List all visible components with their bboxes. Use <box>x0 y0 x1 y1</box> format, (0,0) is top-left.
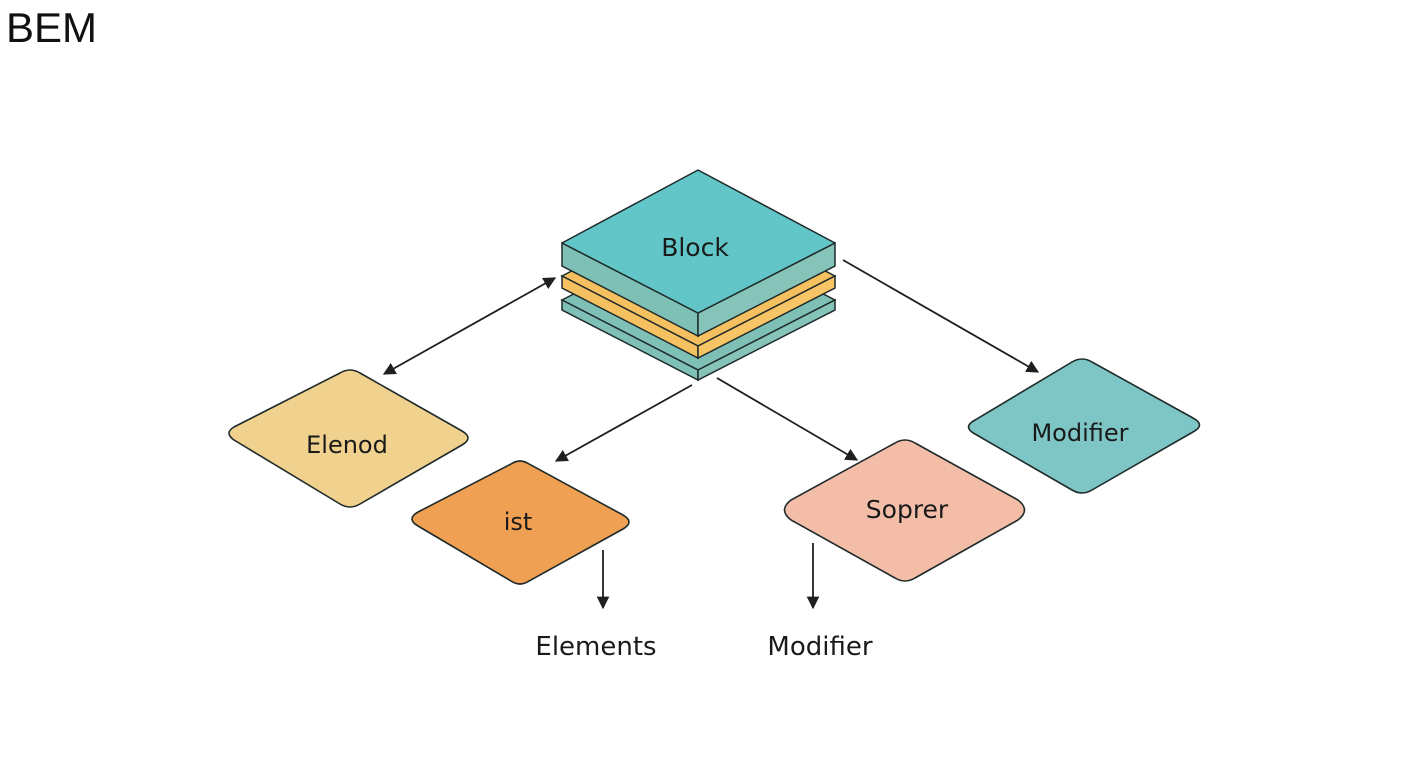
block-label: Block <box>661 233 729 262</box>
block-top-face <box>561 169 836 314</box>
modifier-node[interactable]: Modifier <box>967 358 1201 494</box>
arrow-block-element <box>382 277 557 375</box>
element-diamond <box>228 369 469 508</box>
sopper-diamond <box>783 439 1026 582</box>
diagram-title: BEM <box>6 4 98 51</box>
arrow-block-ist <box>554 384 693 462</box>
block-layer-bottom-side-right <box>697 298 836 382</box>
arrow-block-sopper <box>716 377 859 461</box>
ist-label: ist <box>504 508 533 536</box>
modifier-diamond <box>967 358 1201 494</box>
sopper-node[interactable]: Soprer <box>783 439 1026 582</box>
block-stack[interactable]: Block <box>560 169 837 382</box>
modifier-caption: Modifier <box>767 632 872 662</box>
block-layer-stripe-side-right <box>697 274 836 360</box>
element-node[interactable]: Elenod <box>228 369 469 508</box>
element-label: Elenod <box>306 431 388 459</box>
elements-caption: Elements <box>535 632 656 662</box>
modifier-label: Modifier <box>1031 419 1128 447</box>
ist-diamond <box>411 460 630 585</box>
ist-node[interactable]: ist <box>411 460 630 585</box>
arrow-block-modifier <box>842 259 1040 373</box>
sopper-label: Soprer <box>866 495 949 524</box>
